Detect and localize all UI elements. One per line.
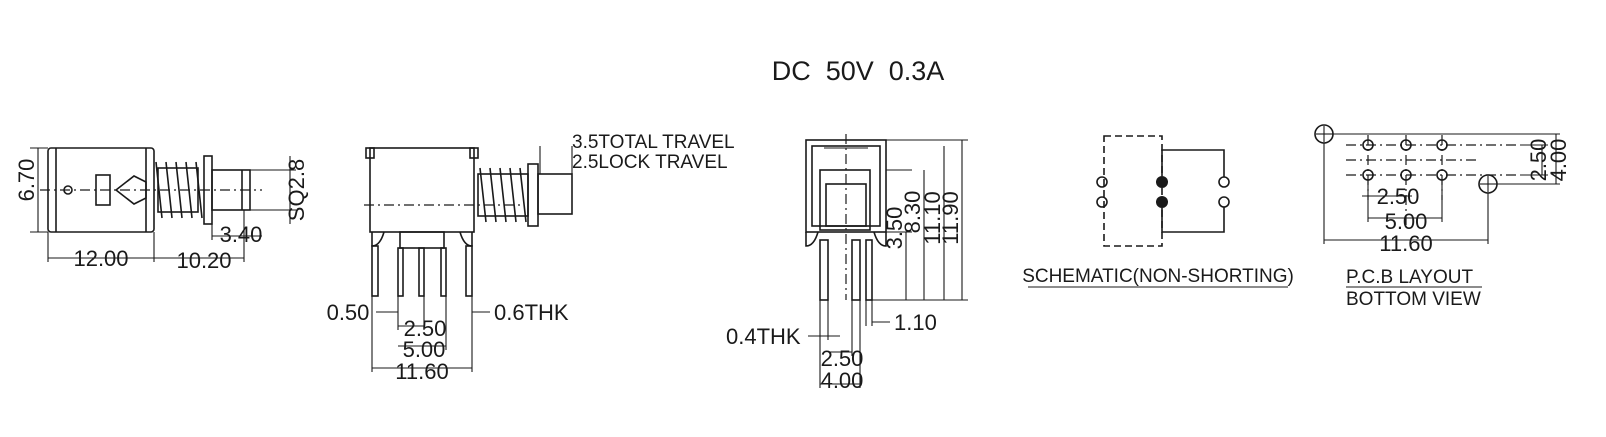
front-pin-width-dim: 0.50 xyxy=(327,300,370,325)
pcb-pitch-x-dim: 2.50 xyxy=(1377,184,1420,209)
side-stem-square-dim: SQ2.8 xyxy=(284,159,309,221)
end-height-830-dim: 8.30 xyxy=(900,191,925,234)
pcb-pitch-y-dim: 2.50 xyxy=(1526,139,1551,182)
front-total-width-dim: 11.60 xyxy=(395,359,448,384)
pcb-caption-line2: BOTTOM VIEW xyxy=(1346,289,1481,310)
side-view xyxy=(30,147,296,262)
end-leg-thickness-dim: 0.4THK xyxy=(726,324,801,349)
end-view xyxy=(805,134,968,388)
end-leg-span-dim: 4.00 xyxy=(821,368,864,393)
pcb-caption-line1: P.C.B LAYOUT xyxy=(1346,267,1473,288)
end-height-1190-dim: 11.90 xyxy=(938,191,963,244)
front-pin-span-dim: 5.00 xyxy=(403,337,446,362)
end-leg-pitch-dim: 2.50 xyxy=(821,346,864,371)
front-pin-pitch-dim: 2.50 xyxy=(404,316,447,341)
side-stem-length-dim: 10.20 xyxy=(176,248,231,273)
side-height-dim: 6.70 xyxy=(14,159,39,202)
front-view xyxy=(364,146,573,372)
pcb-total-x-dim: 11.60 xyxy=(1379,231,1432,256)
schematic-caption: SCHEMATIC(NON-SHORTING) xyxy=(1022,266,1294,287)
end-height-350-dim: 3.50 xyxy=(882,207,907,250)
pcb-span-x-dim: 5.00 xyxy=(1385,209,1428,234)
front-lock-travel-label: 2.5LOCK TRAVEL xyxy=(572,152,728,173)
pcb-total-y-dim: 4.00 xyxy=(1546,139,1571,182)
front-total-travel-label: 3.5TOTAL TRAVEL xyxy=(572,132,735,153)
end-leg-width-dim: 1.10 xyxy=(894,310,937,335)
side-stem-offset-dim: 3.40 xyxy=(220,222,263,247)
schematic-diagram xyxy=(1028,135,1288,288)
pcb-layout xyxy=(1314,124,1560,288)
end-height-1110-dim: 11.10 xyxy=(920,191,945,244)
front-pin-thickness-dim: 0.6THK xyxy=(494,300,569,325)
rating-label: DC 50V 0.3A xyxy=(772,56,945,86)
side-body-length-dim: 12.00 xyxy=(73,246,128,271)
